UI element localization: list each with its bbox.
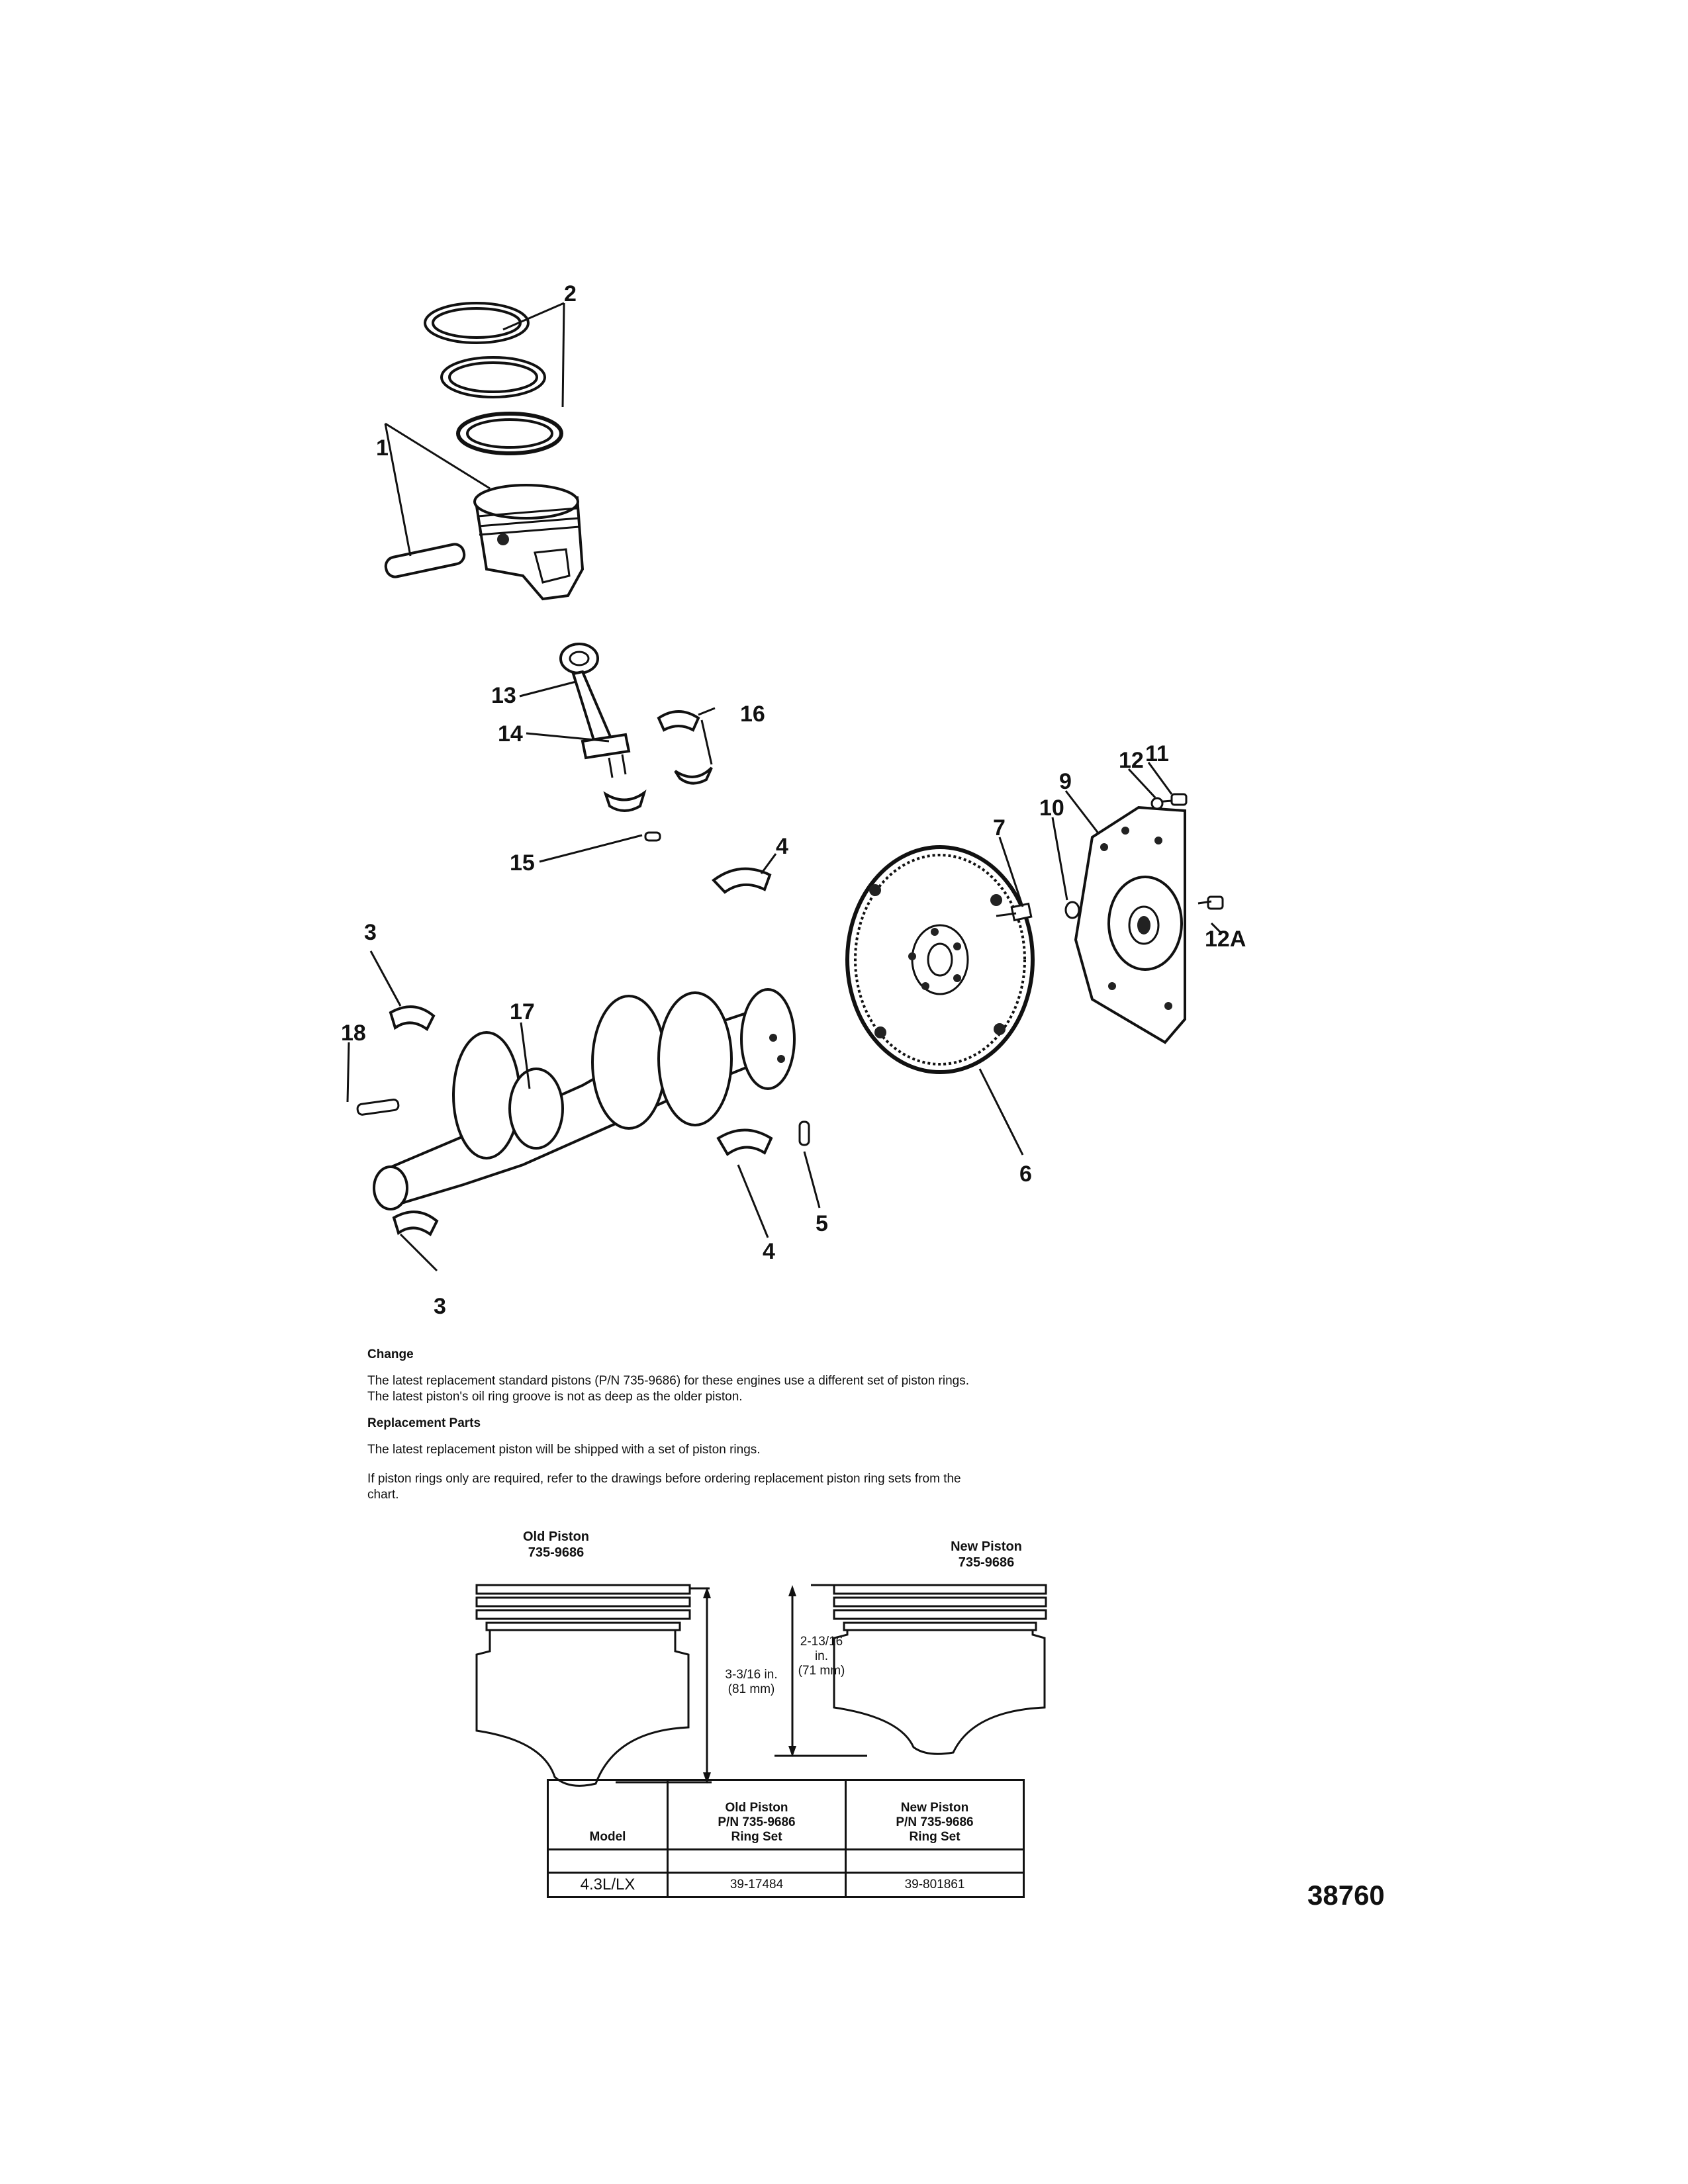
main-bearing-3b — [392, 1210, 439, 1236]
change-text: The latest replacement standard pistons … — [367, 1373, 1162, 1405]
callout-13: 13 — [491, 683, 516, 708]
plug — [1064, 901, 1080, 919]
callout-4-top: 4 — [776, 834, 788, 859]
flywheel-bolt — [996, 902, 1033, 922]
spacer-cell — [667, 1848, 847, 1874]
change-text-line-2: The latest piston's oil ring groove is n… — [367, 1390, 743, 1404]
old-dim-mm: (81 mm) — [727, 1682, 775, 1696]
table-row: 4.3L/LX 39-17484 39-801861 — [547, 1872, 1025, 1898]
new-piston-profile — [774, 1584, 1047, 1757]
col-old-line-2: P/N 735-9686 — [718, 1815, 796, 1829]
callout-2: 2 — [564, 281, 577, 306]
old-piston-title: Old Piston 735-9686 — [490, 1529, 622, 1561]
piston-assembly — [384, 484, 585, 601]
new-piston-pn: 735-9686 — [958, 1555, 1015, 1570]
callout-11: 11 — [1145, 741, 1169, 766]
cap-dowel — [644, 831, 661, 842]
spacer-cell — [547, 1848, 669, 1874]
cell-model: 4.3L/LX — [547, 1872, 669, 1898]
washer-12 — [1150, 797, 1164, 810]
service-notes: Change The latest replacement standard p… — [367, 1347, 1162, 1514]
spacer-cell — [845, 1848, 1025, 1874]
rings-text-line-2: chart. — [367, 1488, 399, 1502]
callout-17: 17 — [510, 999, 535, 1024]
col-new-line-3: Ring Set — [909, 1830, 961, 1844]
crankshaft — [373, 988, 796, 1210]
callout-9: 9 — [1059, 769, 1072, 794]
main-bearing-upper — [712, 867, 772, 894]
bolt-12a — [1197, 895, 1224, 910]
flywheel — [845, 845, 1035, 1074]
piston-rings — [424, 302, 563, 455]
col-old-line-3: Ring Set — [731, 1830, 782, 1844]
col-header-new: New Piston P/N 735-9686 Ring Set — [845, 1779, 1025, 1850]
replacement-heading: Replacement Parts — [367, 1416, 481, 1430]
callout-18: 18 — [341, 1021, 366, 1046]
cell-new-ring-set: 39-801861 — [845, 1872, 1025, 1898]
callout-labels: 1 2 3 3 4 4 5 6 7 9 10 11 12 12A 13 14 1… — [341, 281, 1246, 1319]
col-header-old: Old Piston P/N 735-9686 Ring Set — [667, 1779, 847, 1850]
piston-comparison: Old Piston 735-9686 New Piston 735-9686 — [463, 1529, 1125, 1800]
replacement-text: The latest replacement piston will be sh… — [367, 1443, 761, 1457]
drive-plate — [1074, 805, 1186, 1044]
new-dim-mm: (71 mm) — [798, 1664, 845, 1678]
col-header-model: Model — [547, 1779, 669, 1850]
exploded-parts-diagram: 1 2 3 3 4 4 5 6 7 9 10 11 12 12A 13 14 1… — [341, 281, 1246, 1319]
dowel-pin — [798, 1120, 810, 1146]
old-dim-inches: 3-3/16 in. — [725, 1668, 778, 1682]
cell-old-ring-set: 39-17484 — [667, 1872, 847, 1898]
rings-text-line-1: If piston rings only are required, refer… — [367, 1472, 961, 1486]
old-piston-name: Old Piston — [523, 1529, 589, 1544]
rod-bearings — [603, 710, 713, 812]
old-piston-pn: 735-9686 — [528, 1545, 585, 1560]
callout-15: 15 — [510, 850, 535, 876]
crank-key — [356, 1099, 400, 1116]
new-piston-name: New Piston — [951, 1539, 1022, 1554]
callout-3-top: 3 — [364, 920, 377, 945]
leader-lines — [346, 302, 1223, 1272]
old-piston-dimension: 3-3/16 in. (81 mm) — [712, 1668, 791, 1697]
callout-10: 10 — [1039, 796, 1064, 821]
callout-1: 1 — [376, 435, 389, 461]
change-heading: Change — [367, 1347, 414, 1361]
main-bearing-3a — [389, 1005, 436, 1031]
table-header-row: Model Old Piston P/N 735-9686 Ring Set N… — [547, 1779, 1025, 1850]
table-spacer-row — [547, 1848, 1025, 1874]
bolt-11 — [1154, 793, 1188, 806]
connecting-rod — [559, 643, 631, 778]
col-old-line-1: Old Piston — [725, 1801, 788, 1815]
old-piston-profile — [475, 1584, 712, 1787]
new-dim-unit: in. — [814, 1649, 829, 1663]
new-piston-title: New Piston 735-9686 — [920, 1539, 1053, 1570]
callout-4-bottom: 4 — [763, 1239, 775, 1264]
rings-text: If piston rings only are required, refer… — [367, 1471, 1162, 1503]
illustration-reference-number: 38760 — [1307, 1880, 1385, 1911]
col-new-line-1: New Piston — [900, 1801, 969, 1815]
callout-12: 12 — [1119, 748, 1144, 773]
callout-3-bottom: 3 — [434, 1294, 446, 1319]
new-piston-dimension: 2-13/16 in. (71 mm) — [792, 1635, 851, 1678]
callout-16: 16 — [740, 702, 765, 727]
ring-set-table: Model Old Piston P/N 735-9686 Ring Set N… — [547, 1779, 1025, 1898]
callout-6: 6 — [1019, 1161, 1032, 1187]
callout-7: 7 — [993, 815, 1006, 841]
new-dim-fraction: 2-13/16 — [800, 1635, 843, 1649]
callout-5: 5 — [816, 1211, 828, 1236]
callout-12a: 12A — [1205, 927, 1246, 952]
change-text-line-1: The latest replacement standard pistons … — [367, 1374, 970, 1388]
main-bearing-lower — [716, 1128, 773, 1156]
piston-profiles — [475, 1584, 1047, 1787]
col-new-line-2: P/N 735-9686 — [896, 1815, 974, 1829]
callout-14: 14 — [498, 721, 523, 747]
